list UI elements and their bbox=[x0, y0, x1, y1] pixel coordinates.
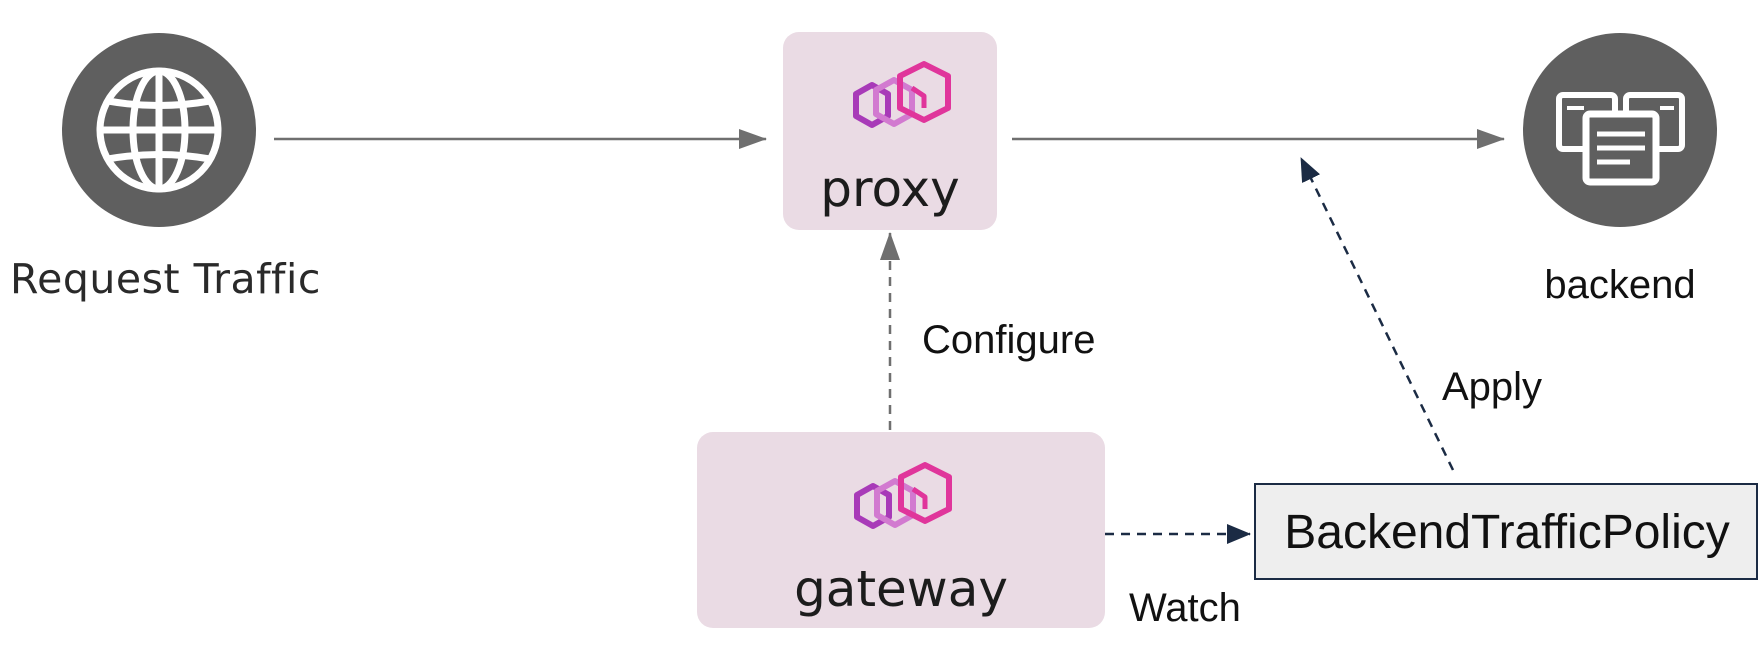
request-traffic-label: Request Traffic bbox=[10, 255, 321, 303]
policy-label: BackendTrafficPolicy bbox=[1284, 506, 1730, 559]
apply-label: Apply bbox=[1442, 365, 1543, 409]
proxy-node-background bbox=[783, 32, 997, 230]
gateway-node bbox=[697, 432, 1105, 628]
policy-node bbox=[1254, 483, 1758, 580]
servers-icon bbox=[1556, 92, 1685, 186]
gateway-label: gateway bbox=[794, 560, 1008, 618]
proxy-label: proxy bbox=[820, 160, 960, 218]
proxy-node bbox=[783, 32, 997, 230]
backend-label: backend bbox=[1544, 263, 1696, 307]
globe-node bbox=[62, 33, 256, 227]
globe-icon bbox=[96, 67, 222, 193]
gateway-node-background bbox=[697, 432, 1105, 628]
watch-label: Watch bbox=[1129, 586, 1241, 630]
backend-node bbox=[1523, 33, 1717, 227]
configure-label: Configure bbox=[922, 318, 1096, 362]
apply-arrow bbox=[1299, 157, 1455, 471]
